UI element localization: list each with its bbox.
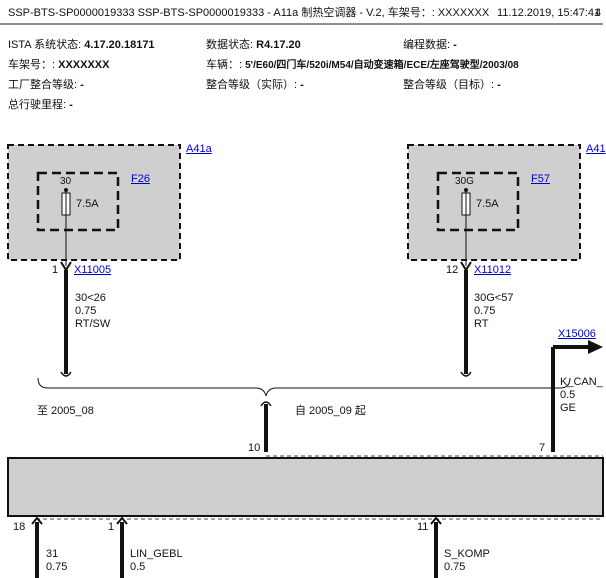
connector-x11005-link[interactable]: X11005 xyxy=(74,264,112,276)
integration-level-actual: 整合等级（实际）: - xyxy=(206,79,304,91)
fuse-box-a41a-link[interactable]: A41a xyxy=(186,143,212,155)
fuse-f26-pin: 30 xyxy=(60,176,72,187)
pin-12-label: 12 xyxy=(446,264,459,276)
ista-status: ISTA 系统状态: 4.17.20.18171 xyxy=(8,39,155,51)
pin-1-bottom-label: 1 xyxy=(108,521,115,533)
print-datetime: 11.12.2019, 15:47:41 xyxy=(497,7,601,19)
pin-11-label: 11 xyxy=(417,521,429,533)
fuse-f57-link[interactable]: F57 xyxy=(531,173,550,185)
variant-from-2005-09: 自 2005_09 起 xyxy=(295,405,366,417)
document-title: SSP-BTS-SP0000019333 SSP-BTS-SP000001933… xyxy=(8,7,490,19)
page-number: 4 xyxy=(595,7,602,19)
variant-brace xyxy=(37,377,571,397)
fuse-f57-outline xyxy=(436,171,520,232)
fuse-f57-rating: 7.5A xyxy=(476,198,499,210)
pin-1-bottom-mark xyxy=(116,516,128,525)
pin-18-label: 18 xyxy=(13,521,26,533)
wire-30g-break xyxy=(460,371,472,377)
wire-middle-break xyxy=(260,401,272,407)
connector-x11012-link[interactable]: X11012 xyxy=(474,264,512,276)
wire-30-break xyxy=(60,371,72,377)
vin: 车架号：: XXXXXXX xyxy=(8,59,110,71)
programming-data: 编程数据: - xyxy=(403,39,457,51)
fuse-f26-outline xyxy=(36,171,120,232)
pin-18-mark xyxy=(31,516,43,525)
pin-11-mark xyxy=(430,516,442,525)
vehicle: 车辆：: 5'/E60/四门车/520i/M54/自动变速箱/ECE/左座驾驶型… xyxy=(206,59,519,71)
fuse-box-a41-link[interactable]: A41 xyxy=(586,143,606,155)
pin-7-label: 7 xyxy=(539,442,546,454)
control-module-box xyxy=(7,457,604,517)
variant-until-2005-08: 至 2005_08 xyxy=(37,405,94,417)
fuse-f26-rating: 7.5A xyxy=(76,198,99,210)
pin-1-label: 1 xyxy=(52,264,59,276)
connector-x15006-link[interactable]: X15006 xyxy=(558,328,596,340)
pin-10-label: 10 xyxy=(248,442,261,454)
factory-integration-level: 工厂整合等级: - xyxy=(8,79,84,91)
fuse-f26-link[interactable]: F26 xyxy=(131,173,150,185)
integration-level-target: 整合等级（目标）: - xyxy=(403,79,501,91)
fuse-f57-pin: 30G xyxy=(455,176,474,187)
k-can-arrow xyxy=(588,340,603,354)
total-mileage: 总行驶里程: - xyxy=(8,99,73,111)
data-status: 数据状态: R4.17.20 xyxy=(206,39,301,51)
